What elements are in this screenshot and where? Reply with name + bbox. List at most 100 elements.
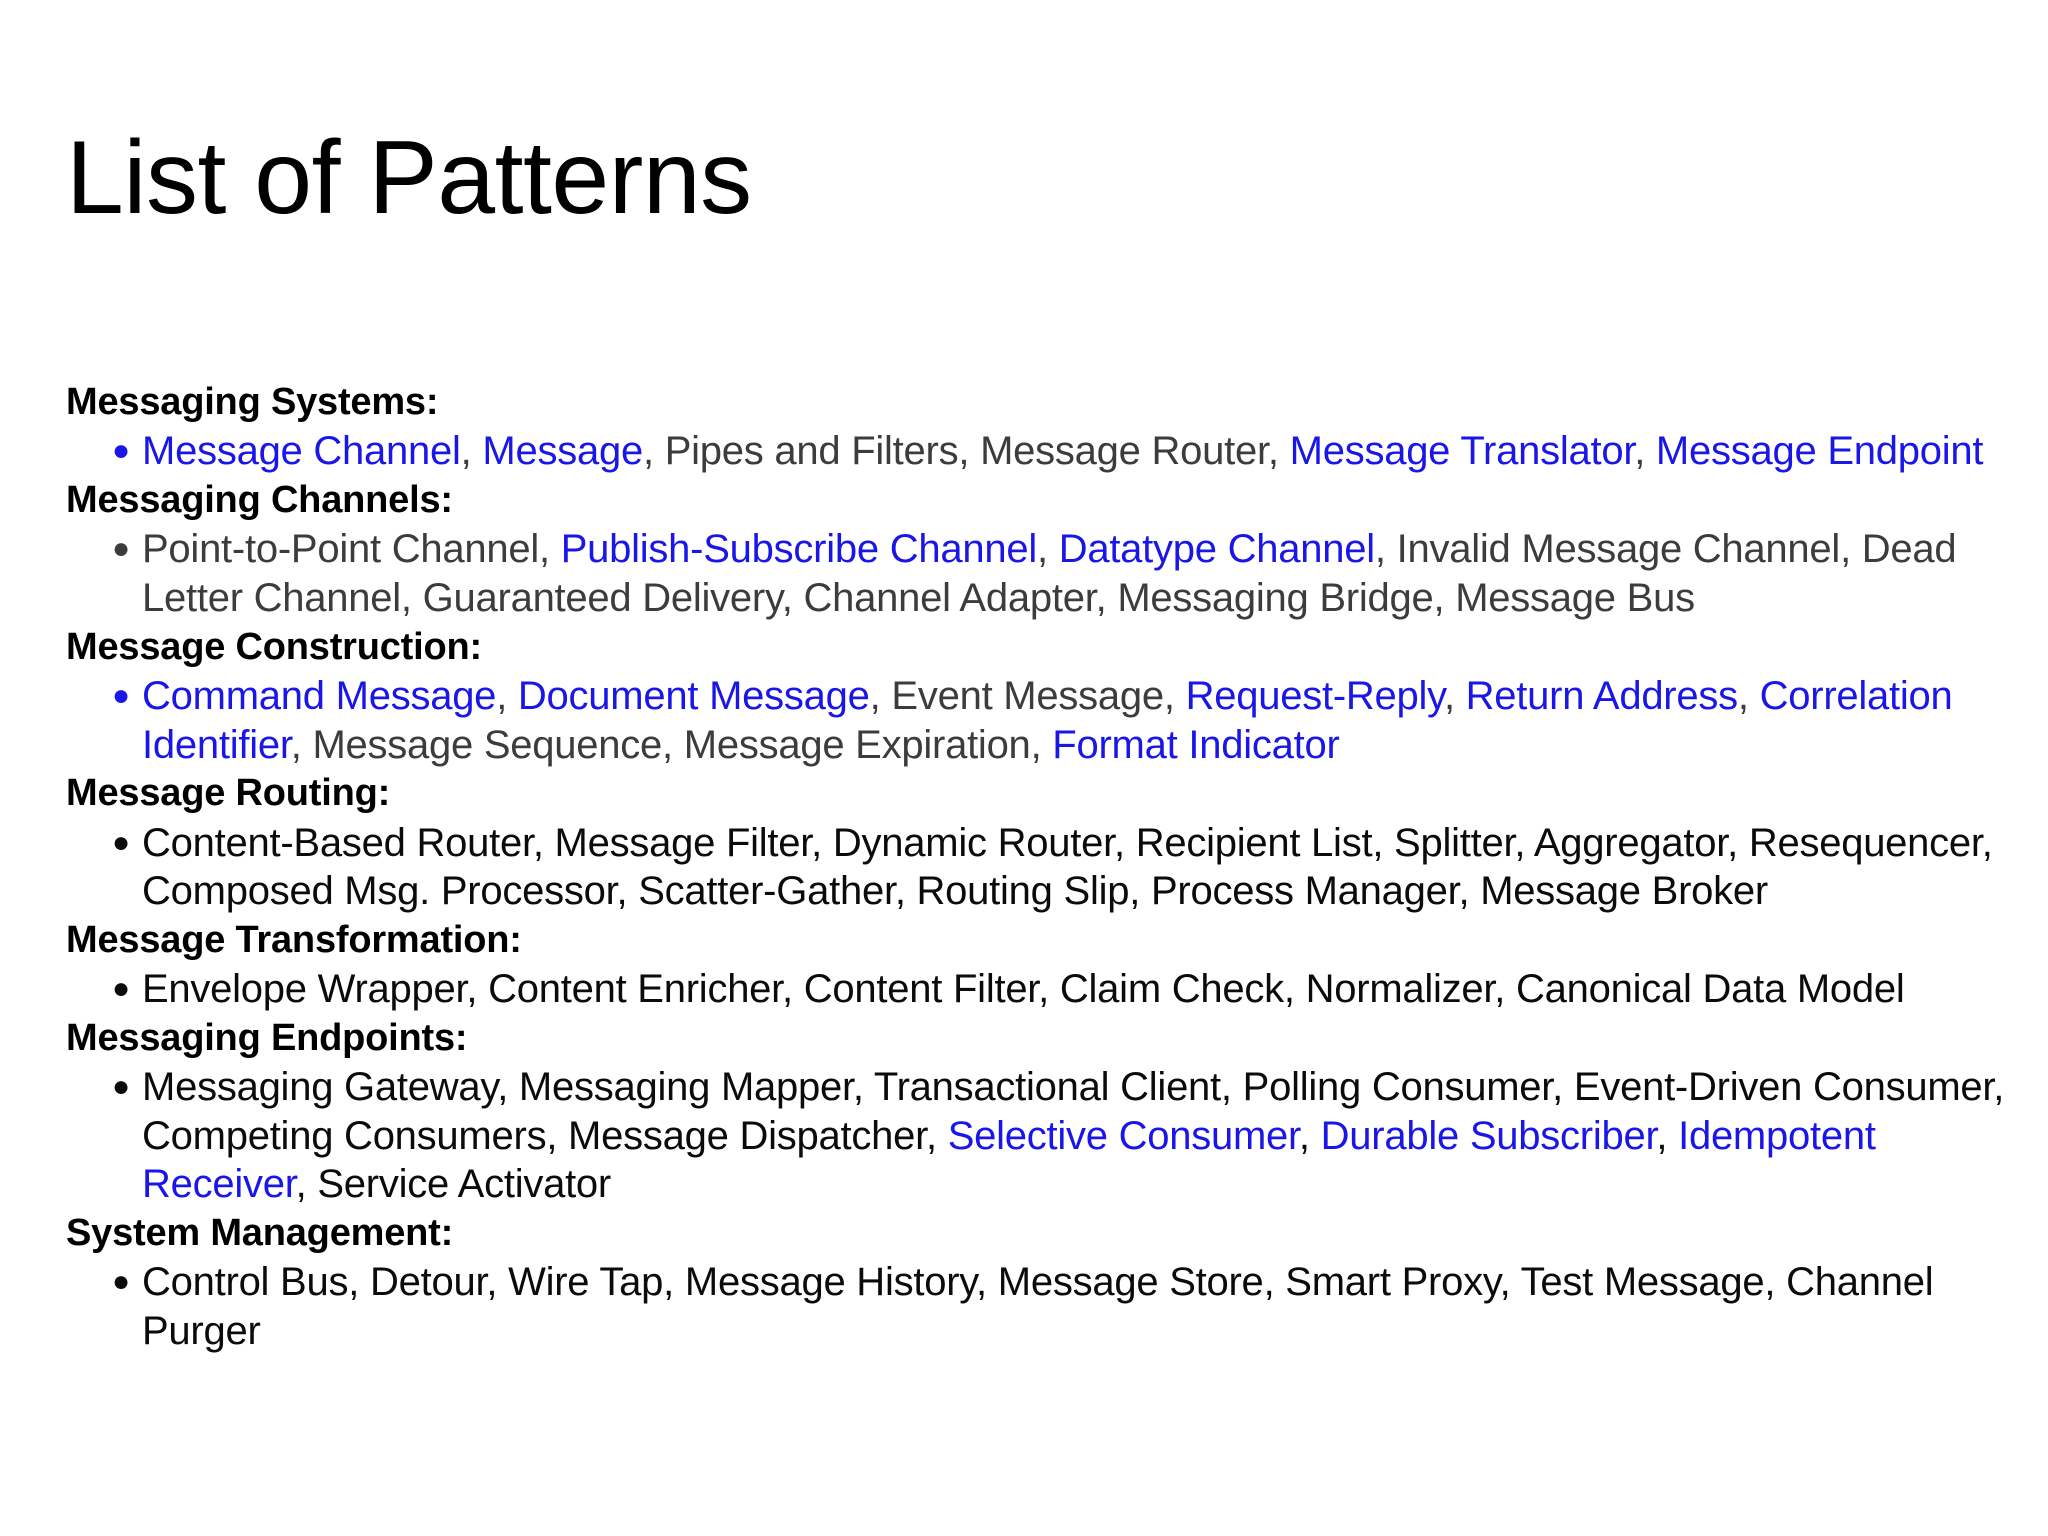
list-separator: , (894, 869, 917, 914)
list-separator: , (1656, 1113, 1679, 1158)
pattern-text: Dynamic Router (832, 820, 1114, 865)
pattern-name-list: Envelope Wrapper, Content Enricher, Cont… (142, 965, 2026, 1014)
list-separator: , (400, 575, 423, 620)
pattern-section: System Management:●Control Bus, Detour, … (66, 1209, 2026, 1356)
pattern-section: Messaging Endpoints:●Messaging Gateway, … (66, 1014, 2026, 1209)
pattern-text: Canonical Data Model (1516, 967, 1905, 1012)
pattern-name-list: Messaging Gateway, Messaging Mapper, Tra… (142, 1063, 2026, 1209)
list-separator: , (1499, 1260, 1521, 1305)
section-heading: Messaging Channels: (66, 478, 453, 521)
bullet-row: ●Command Message, Document Message, Even… (66, 672, 2026, 769)
list-separator: , (1283, 967, 1306, 1012)
pattern-link[interactable]: Message Channel (142, 429, 461, 474)
pattern-section: Message Construction:●Command Message, D… (66, 623, 2026, 770)
pattern-link[interactable]: Return Address (1465, 673, 1738, 718)
list-separator: , (1163, 673, 1186, 718)
list-separator: , (1263, 1260, 1286, 1305)
list-separator: , (1298, 1113, 1321, 1158)
pattern-section: Messaging Channels:●Point-to-Point Chann… (66, 476, 2026, 623)
pattern-link[interactable]: Publish-Subscribe Channel (560, 527, 1038, 572)
pattern-text: Polling Consumer (1242, 1065, 1553, 1110)
list-separator: , (781, 575, 804, 620)
pattern-text: Competing Consumers (142, 1113, 547, 1158)
list-separator: , (662, 722, 684, 767)
list-separator: , (958, 429, 981, 474)
pattern-link[interactable]: Message (482, 429, 643, 474)
pattern-text: Guaranteed Delivery (422, 575, 782, 620)
pattern-name-list: Point-to-Point Channel, Publish-Subscrib… (142, 525, 2026, 622)
list-separator: , (1514, 820, 1534, 865)
list-separator: , (1129, 869, 1151, 914)
pattern-text: Dead Letter Channel (142, 527, 1957, 620)
pattern-text: Messaging Mapper (518, 1065, 853, 1110)
pattern-text: Message Dispatcher (568, 1113, 926, 1158)
pattern-text: Aggregator (1533, 820, 1728, 865)
pattern-link[interactable]: Command Message (142, 673, 497, 718)
list-separator: , (869, 673, 892, 718)
list-separator: , (1433, 575, 1456, 620)
bullet-row: ● Envelope Wrapper, Content Enricher, Con… (66, 965, 2026, 1014)
pattern-text: Recipient List (1135, 820, 1373, 865)
pattern-text: Scatter-Gather (638, 869, 895, 914)
pattern-text: Pipes and Filters (664, 429, 959, 474)
pattern-text: Resequencer (1748, 820, 1982, 865)
list-separator: , (1267, 429, 1290, 474)
pattern-text: Message Expiration (683, 722, 1031, 767)
list-separator: , (497, 1065, 519, 1110)
pattern-link[interactable]: Durable Subscriber (1320, 1113, 1657, 1158)
pattern-text: Service Activator (317, 1162, 611, 1207)
section-heading: Message Routing: (66, 772, 391, 815)
pattern-text: Content Filter (803, 967, 1039, 1012)
pattern-link[interactable]: Datatype Channel (1058, 527, 1375, 572)
section-heading: System Management: (66, 1211, 454, 1254)
bullet-point-icon: ● (112, 972, 131, 1006)
pattern-link[interactable]: Request-Reply (1185, 673, 1445, 718)
pattern-link[interactable]: Selective Consumer (947, 1113, 1299, 1158)
list-separator: , (852, 1065, 874, 1110)
list-separator: , (925, 1113, 948, 1158)
pattern-text: Transactional Client (873, 1065, 1221, 1110)
list-separator: , (616, 869, 639, 914)
pattern-text: Message Broker (1480, 869, 1768, 914)
pattern-link[interactable]: Document Message (517, 673, 870, 718)
list-separator: , (642, 429, 665, 474)
pattern-text: Message Sequence (312, 722, 663, 767)
list-separator: , (1458, 869, 1481, 914)
list-separator: , (1552, 1065, 1574, 1110)
pattern-text: Invalid Message Channel (1396, 527, 1841, 572)
list-separator: , (1030, 722, 1053, 767)
list-separator: , (1981, 820, 1993, 865)
pattern-text: Normalizer (1305, 967, 1495, 1012)
list-separator: , (1372, 820, 1395, 865)
list-separator: , (1634, 429, 1656, 474)
pattern-text: Message History (684, 1260, 977, 1305)
bullet-point-icon: ● (112, 434, 131, 468)
list-separator: , (1095, 575, 1118, 620)
pattern-link[interactable]: Correlation Identifier (142, 673, 1953, 767)
bullet-row: ● Message Channel, Message, Pipes and Fil… (66, 427, 2026, 476)
pattern-name-list: Command Message, Document Message, Event… (142, 672, 2026, 769)
pattern-text: Process Manager (1150, 869, 1459, 914)
list-separator: , (466, 967, 489, 1012)
pattern-text: Channel Purger (142, 1260, 1934, 1353)
pattern-text: Test Message (1520, 1260, 1765, 1305)
list-separator: , (532, 820, 555, 865)
pattern-text: Routing Slip (916, 869, 1130, 914)
pattern-link[interactable]: Message Endpoint (1655, 429, 1984, 474)
pattern-text: Content-Based Router (142, 820, 533, 865)
pattern-link[interactable]: Format Indicator (1052, 722, 1340, 767)
pattern-link[interactable]: Idempotent Receiver (142, 1113, 1876, 1207)
list-separator: , (1737, 673, 1760, 718)
pattern-link[interactable]: Message Translator (1289, 429, 1635, 474)
section-heading: Message Construction: (66, 625, 482, 668)
list-separator: , (1993, 1065, 2005, 1110)
pattern-text: Messaging Bridge (1117, 575, 1434, 620)
pattern-text: Claim Check (1059, 967, 1284, 1012)
list-separator: , (1220, 1065, 1243, 1110)
bullet-row: ●Point-to-Point Channel, Publish-Subscri… (66, 525, 2026, 622)
list-separator: , (538, 527, 561, 572)
list-separator: , (811, 820, 833, 865)
bullet-row: ●Control Bus, Detour, Wire Tap, Message … (66, 1258, 2026, 1355)
pattern-section: Message Transformation:●Envelope Wrapper… (66, 916, 2026, 1014)
